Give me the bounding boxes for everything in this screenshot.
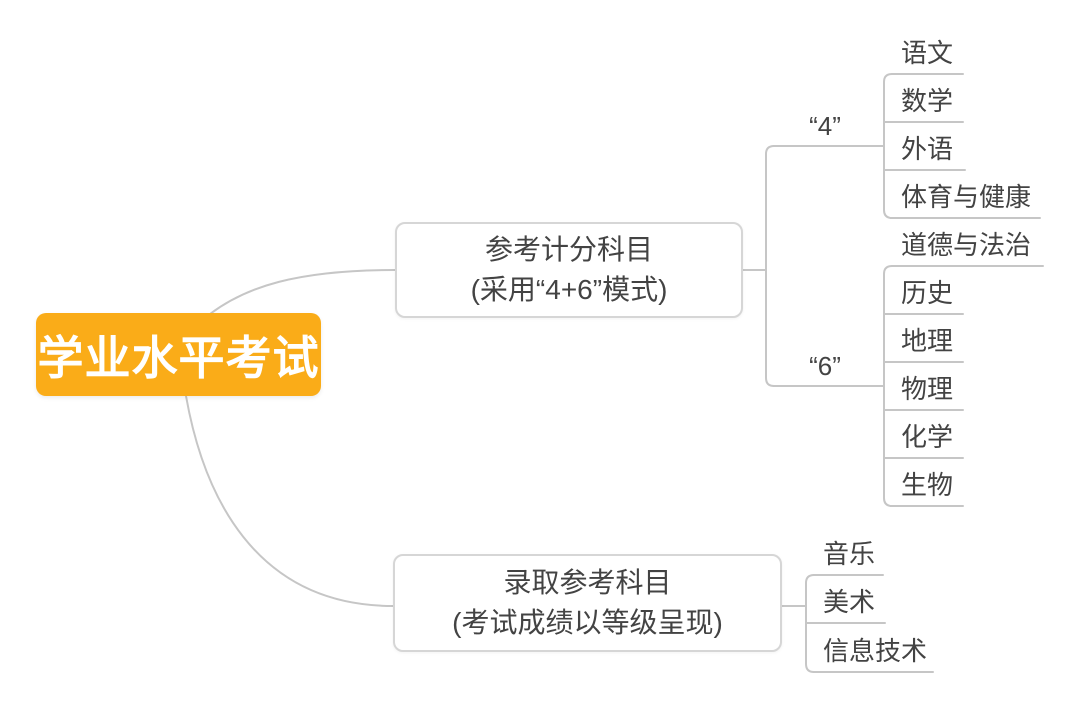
leaf-physics[interactable]: 物理 bbox=[901, 374, 954, 404]
leaf-chinese[interactable]: 语文 bbox=[901, 38, 954, 68]
leaf-math[interactable]: 数学 bbox=[901, 86, 954, 116]
leaf-foreign-language[interactable]: 外语 bbox=[901, 134, 954, 164]
link-root-to-scored bbox=[209, 269, 396, 315]
bracket-group-4 bbox=[883, 73, 893, 219]
leaf-history[interactable]: 历史 bbox=[901, 278, 954, 308]
branch-reference-title: 录取参考科目 bbox=[503, 567, 672, 598]
leaf-chemistry[interactable]: 化学 bbox=[901, 422, 954, 452]
branch-scored-title: 参考计分科目 bbox=[484, 234, 653, 265]
branch-reference-subtitle: (考试成绩以等级呈现) bbox=[452, 607, 723, 638]
bracket-group-6 bbox=[883, 265, 893, 507]
bracket-scored-groups bbox=[765, 145, 775, 387]
group-label-4[interactable]: “4” bbox=[809, 111, 841, 141]
leaf-morality-law[interactable]: 道德与法治 bbox=[901, 230, 1032, 260]
root-node[interactable]: 学业水平考试 bbox=[36, 313, 321, 396]
branch-scored-subtitle: (采用“4+6”模式) bbox=[470, 274, 668, 305]
leaf-pe-health[interactable]: 体育与健康 bbox=[901, 182, 1032, 212]
link-root-to-reference bbox=[185, 395, 394, 607]
branch-node-scored-subjects[interactable]: 参考计分科目 (采用“4+6”模式) bbox=[395, 222, 743, 318]
leaf-music[interactable]: 音乐 bbox=[823, 539, 876, 569]
group-label-6[interactable]: “6” bbox=[809, 351, 841, 381]
branch-node-reference-subjects[interactable]: 录取参考科目 (考试成绩以等级呈现) bbox=[393, 554, 782, 652]
leaf-geography[interactable]: 地理 bbox=[901, 326, 954, 356]
leaf-biology[interactable]: 生物 bbox=[901, 470, 954, 500]
leaf-art[interactable]: 美术 bbox=[823, 587, 876, 617]
leaf-information-technology[interactable]: 信息技术 bbox=[823, 636, 928, 666]
